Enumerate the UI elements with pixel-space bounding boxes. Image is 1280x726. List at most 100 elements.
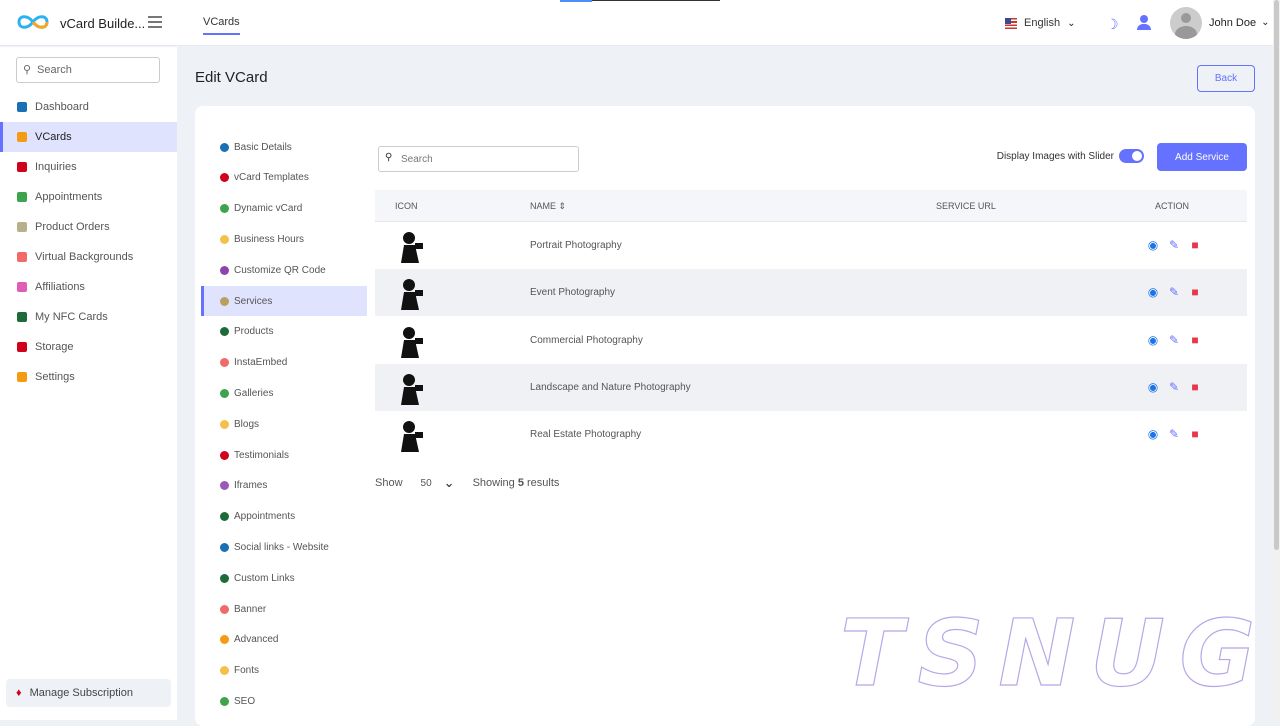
menu-icon: [17, 162, 27, 172]
nav-icon: [220, 666, 229, 676]
edit-nav-iframes[interactable]: Iframes: [201, 471, 367, 501]
service-icon-image: [395, 371, 427, 405]
view-icon[interactable]: ◉: [1147, 332, 1159, 347]
delete-icon[interactable]: ■: [1191, 332, 1199, 347]
nav-icon: [220, 635, 229, 645]
menu-icon: [17, 222, 27, 232]
back-button[interactable]: Back: [1197, 65, 1255, 92]
menu-icon: [17, 192, 27, 202]
edit-nav-instaembed[interactable]: InstaEmbed: [201, 348, 367, 378]
results-count: Showing 5 results: [472, 477, 560, 489]
edit-nav-fonts[interactable]: Fonts: [201, 656, 367, 686]
slider-toggle[interactable]: [1119, 149, 1144, 163]
app-logo: [17, 15, 49, 29]
nav-icon: [220, 604, 229, 614]
user-check-icon[interactable]: [1136, 15, 1154, 31]
edit-nav-business-hours[interactable]: Business Hours: [201, 224, 367, 254]
menu-icon: [17, 342, 27, 352]
chevron-down-icon: ⌄: [443, 475, 455, 490]
edit-icon[interactable]: ✎: [1168, 332, 1180, 347]
nav-icon: [220, 573, 229, 583]
per-page-select[interactable]: 50⌄: [420, 475, 455, 490]
sidebar-item-product-orders[interactable]: Product Orders: [0, 212, 177, 242]
sidebar-search-input[interactable]: ⚲Search: [16, 57, 160, 83]
sort-icon: ⇕: [558, 201, 567, 211]
delete-icon[interactable]: ■: [1191, 379, 1199, 394]
search-icon: ⚲: [385, 152, 393, 163]
edit-nav-testimonials[interactable]: Testimonials: [201, 440, 367, 470]
edit-icon[interactable]: ✎: [1168, 238, 1180, 252]
nav-icon: [220, 265, 229, 275]
delete-icon[interactable]: ■: [1191, 238, 1199, 252]
nav-icon: [220, 450, 229, 460]
nav-icon: [220, 419, 229, 429]
menu-icon: [17, 312, 27, 322]
delete-icon[interactable]: ■: [1191, 427, 1199, 442]
scrollbar[interactable]: [1273, 0, 1280, 720]
edit-nav-appointments[interactable]: Appointments: [201, 502, 367, 532]
dark-mode-icon[interactable]: ☽: [1106, 16, 1119, 32]
edit-nav-blogs[interactable]: Blogs: [201, 409, 367, 439]
brand-name: vCard Builde...: [60, 16, 144, 31]
tab-vcards[interactable]: VCards: [203, 16, 240, 35]
edit-nav-seo[interactable]: SEO: [201, 686, 367, 716]
edit-nav-advanced[interactable]: Advanced: [201, 625, 367, 655]
sidebar-item-storage[interactable]: Storage: [0, 332, 177, 362]
menu-icon: [17, 252, 27, 262]
search-icon: ⚲: [23, 64, 32, 76]
sidebar-item-vcards[interactable]: VCards: [0, 122, 177, 152]
edit-icon[interactable]: ✎: [1168, 285, 1180, 300]
add-service-button[interactable]: Add Service: [1157, 143, 1247, 171]
manage-subscription-button[interactable]: ♦Manage Subscription: [6, 679, 171, 707]
nav-icon: [220, 542, 229, 552]
edit-nav-banner[interactable]: Banner: [201, 594, 367, 624]
services-search-input[interactable]: ⚲Search: [378, 146, 579, 172]
sidebar-item-settings[interactable]: Settings: [0, 362, 177, 392]
edit-nav-vcard-templates[interactable]: vCard Templates: [201, 163, 367, 193]
edit-nav-custom-links[interactable]: Custom Links: [201, 563, 367, 593]
edit-nav-customize-qr-code[interactable]: Customize QR Code: [201, 255, 367, 285]
watermark-logo: TSNUG: [840, 605, 1256, 695]
view-icon[interactable]: ◉: [1147, 285, 1159, 300]
sidebar-item-my-nfc-cards[interactable]: My NFC Cards: [0, 302, 177, 332]
col-name[interactable]: NAME ⇕: [530, 201, 567, 211]
service-icon-image: [395, 229, 427, 263]
us-flag-icon: [1005, 17, 1017, 29]
view-icon[interactable]: ◉: [1147, 379, 1159, 394]
edit-nav-products[interactable]: Products: [201, 317, 367, 347]
sidebar-item-virtual-backgrounds[interactable]: Virtual Backgrounds: [0, 242, 177, 272]
sidebar-item-dashboard[interactable]: Dashboard: [0, 92, 177, 122]
view-icon[interactable]: ◉: [1147, 427, 1159, 442]
language-selector[interactable]: English⌄: [1005, 17, 1075, 29]
edit-nav-dynamic-vcard[interactable]: Dynamic vCard: [201, 194, 367, 224]
menu-toggle-icon[interactable]: [148, 16, 162, 31]
service-name: Portrait Photography: [530, 240, 622, 251]
edit-nav-social-links-website[interactable]: Social links - Website: [201, 532, 367, 562]
edit-nav-services[interactable]: Services: [201, 286, 367, 316]
edit-nav-galleries[interactable]: Galleries: [201, 378, 367, 408]
nav-icon: [220, 142, 229, 152]
view-icon[interactable]: ◉: [1147, 238, 1159, 252]
page-title: Edit VCard: [195, 69, 268, 86]
delete-icon[interactable]: ■: [1191, 285, 1199, 300]
sidebar-item-inquiries[interactable]: Inquiries: [0, 152, 177, 182]
table-row: Event Photography ◉✎■: [375, 269, 1247, 317]
table-row: Commercial Photography ◉✎■: [375, 317, 1247, 364]
avatar[interactable]: [1170, 7, 1202, 39]
service-icon-image: [395, 276, 427, 311]
edit-icon[interactable]: ✎: [1168, 427, 1180, 442]
edit-nav-basic-details[interactable]: Basic Details: [201, 132, 367, 162]
sidebar-item-affiliations[interactable]: Affiliations: [0, 272, 177, 302]
svg-text:TSNUG: TSNUG: [840, 605, 1255, 695]
menu-icon: [17, 132, 27, 142]
show-label: Show: [375, 477, 403, 489]
nav-icon: [220, 296, 229, 306]
edit-icon[interactable]: ✎: [1168, 379, 1180, 394]
col-icon: ICON: [395, 201, 418, 211]
sidebar-item-appointments[interactable]: Appointments: [0, 182, 177, 212]
service-icon-image: [395, 418, 427, 453]
diamond-icon: ♦: [16, 687, 22, 699]
user-name[interactable]: John Doe⌄: [1209, 17, 1270, 29]
table-row: Real Estate Photography ◉✎■: [375, 411, 1247, 458]
